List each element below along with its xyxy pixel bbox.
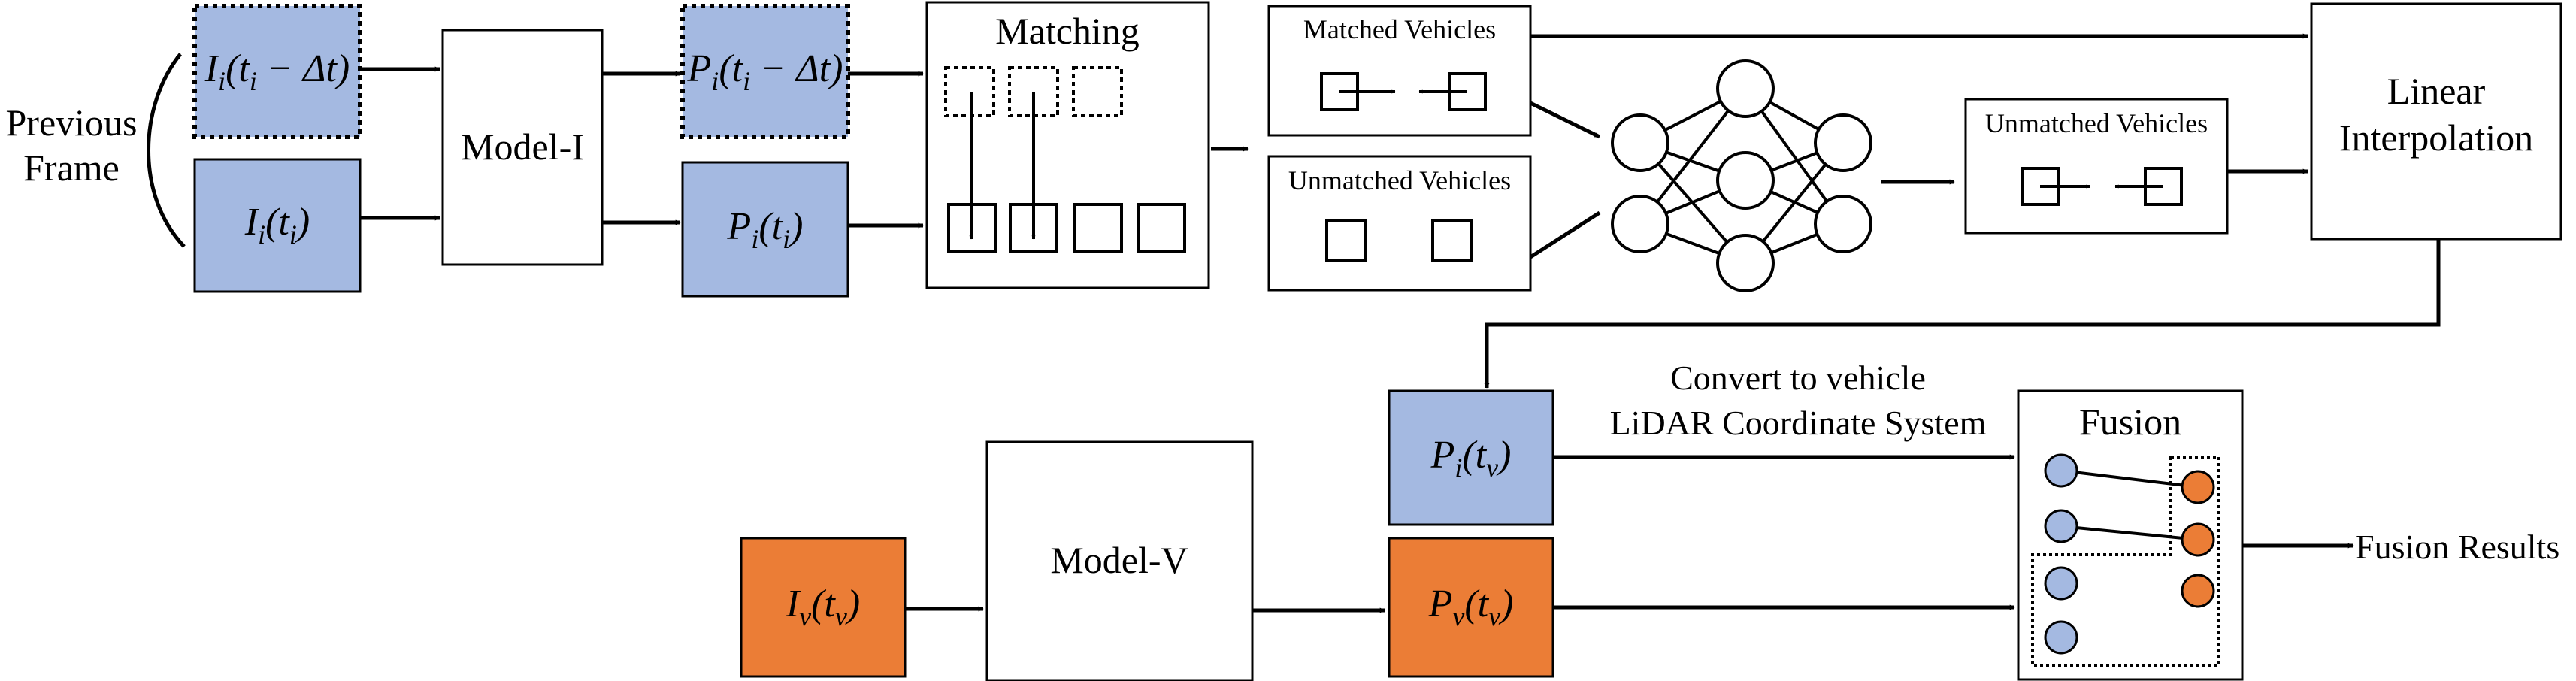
network-node-hidden-3 [1716, 234, 1775, 292]
input-image-vehicle-label: Iv(tv) [786, 583, 860, 631]
prediction-prev: Pi(ti − Δt) [680, 4, 850, 139]
unmatched-vehicles-left-title: Unmatched Vehicles [1288, 165, 1511, 195]
input-image-prev: Ii(ti − Δt) [192, 4, 362, 139]
fusion-results-label: Fusion Results [2355, 528, 2559, 566]
convert-label-line1: Convert to vehicle [1670, 359, 1926, 397]
fusion-vehicle-node-3 [2181, 574, 2215, 608]
fusion-title: Fusion [2079, 401, 2181, 443]
prediction-current: Pi(ti) [681, 161, 849, 298]
unmatched-vehicle-left-a [1325, 219, 1367, 262]
linear-interpolation-line2: Interpolation [2339, 117, 2533, 159]
input-image-prev-label: Ii(ti − Δt) [204, 47, 350, 96]
fusion-vehicle-node-1 [2181, 470, 2215, 504]
linear-interpolation-line1: Linear [2387, 70, 2486, 112]
network-node-output-1 [1814, 114, 1872, 172]
network-node-output-2 [1814, 195, 1872, 253]
arrow-matched-to-network [1529, 101, 1601, 139]
prediction-infra-at-vehicle-time-label: Pi(tv) [1430, 434, 1512, 483]
input-image-current-label: Ii(ti) [244, 201, 310, 250]
fusion-infra-node-4 [2044, 620, 2078, 655]
fusion-grouping-outline [2031, 456, 2220, 667]
unmatched-vehicles-right-title: Unmatched Vehicles [1985, 108, 2208, 138]
matching-prev-slot-3 [1072, 66, 1123, 117]
arrow-unmatched-to-network [1529, 210, 1601, 259]
network-node-hidden-1 [1716, 59, 1775, 118]
network-node-input-1 [1611, 114, 1669, 172]
prediction-current-label: Pi(ti) [727, 205, 804, 254]
previous-frame-label: Previous Frame [6, 101, 138, 189]
matched-vehicles-box: Matched Vehicles [1267, 5, 1532, 137]
neural-network [1611, 59, 1872, 292]
unmatched-vehicles-box-left: Unmatched Vehicles [1267, 155, 1532, 292]
prediction-vehicle: Pv(tv) [1388, 537, 1554, 678]
previous-frame-line2: Frame [23, 147, 120, 189]
prediction-prev-label: Pi(ti − Δt) [687, 47, 843, 96]
arrow-interpolation-to-pi-tv [1484, 239, 2441, 389]
previous-frame-curve-arrow [147, 53, 186, 248]
matching-current-slot-4 [1137, 203, 1186, 253]
fusion-vehicle-node-2 [2181, 522, 2215, 557]
previous-frame-line1: Previous [6, 101, 138, 144]
network-node-hidden-2 [1716, 151, 1775, 210]
network-node-input-2 [1611, 195, 1669, 253]
fusion-match-line-1 [2060, 469, 2199, 489]
matching-box: Matching [925, 1, 1210, 289]
prediction-vehicle-label: Pv(tv) [1428, 583, 1514, 631]
unmatched-vehicle-left-b [1431, 219, 1473, 262]
input-image-current: Ii(ti) [193, 158, 362, 293]
model-v-box: Model-V [985, 440, 1254, 681]
prediction-infra-at-vehicle-time: Pi(tv) [1388, 389, 1554, 526]
fusion-box: Fusion [2017, 389, 2244, 681]
matching-title: Matching [995, 10, 1140, 52]
convert-label-line2: LiDAR Coordinate System [1610, 404, 1987, 442]
unmatched-vehicles-box-right: Unmatched Vehicles [1964, 98, 2229, 235]
fusion-infra-node-3 [2044, 566, 2078, 601]
model-i-label: Model-I [461, 126, 584, 168]
matching-current-slot-3 [1073, 203, 1123, 253]
matched-vehicles-title: Matched Vehicles [1303, 14, 1496, 44]
fusion-infra-node-1 [2044, 453, 2078, 488]
fusion-infra-node-2 [2044, 509, 2078, 543]
fusion-match-line-2 [2060, 525, 2199, 541]
linear-interpolation-box: Linear Interpolation [2310, 2, 2562, 241]
model-v-label: Model-V [1050, 539, 1188, 581]
model-i-box: Model-I [441, 29, 604, 266]
input-image-vehicle: Iv(tv) [740, 537, 907, 678]
